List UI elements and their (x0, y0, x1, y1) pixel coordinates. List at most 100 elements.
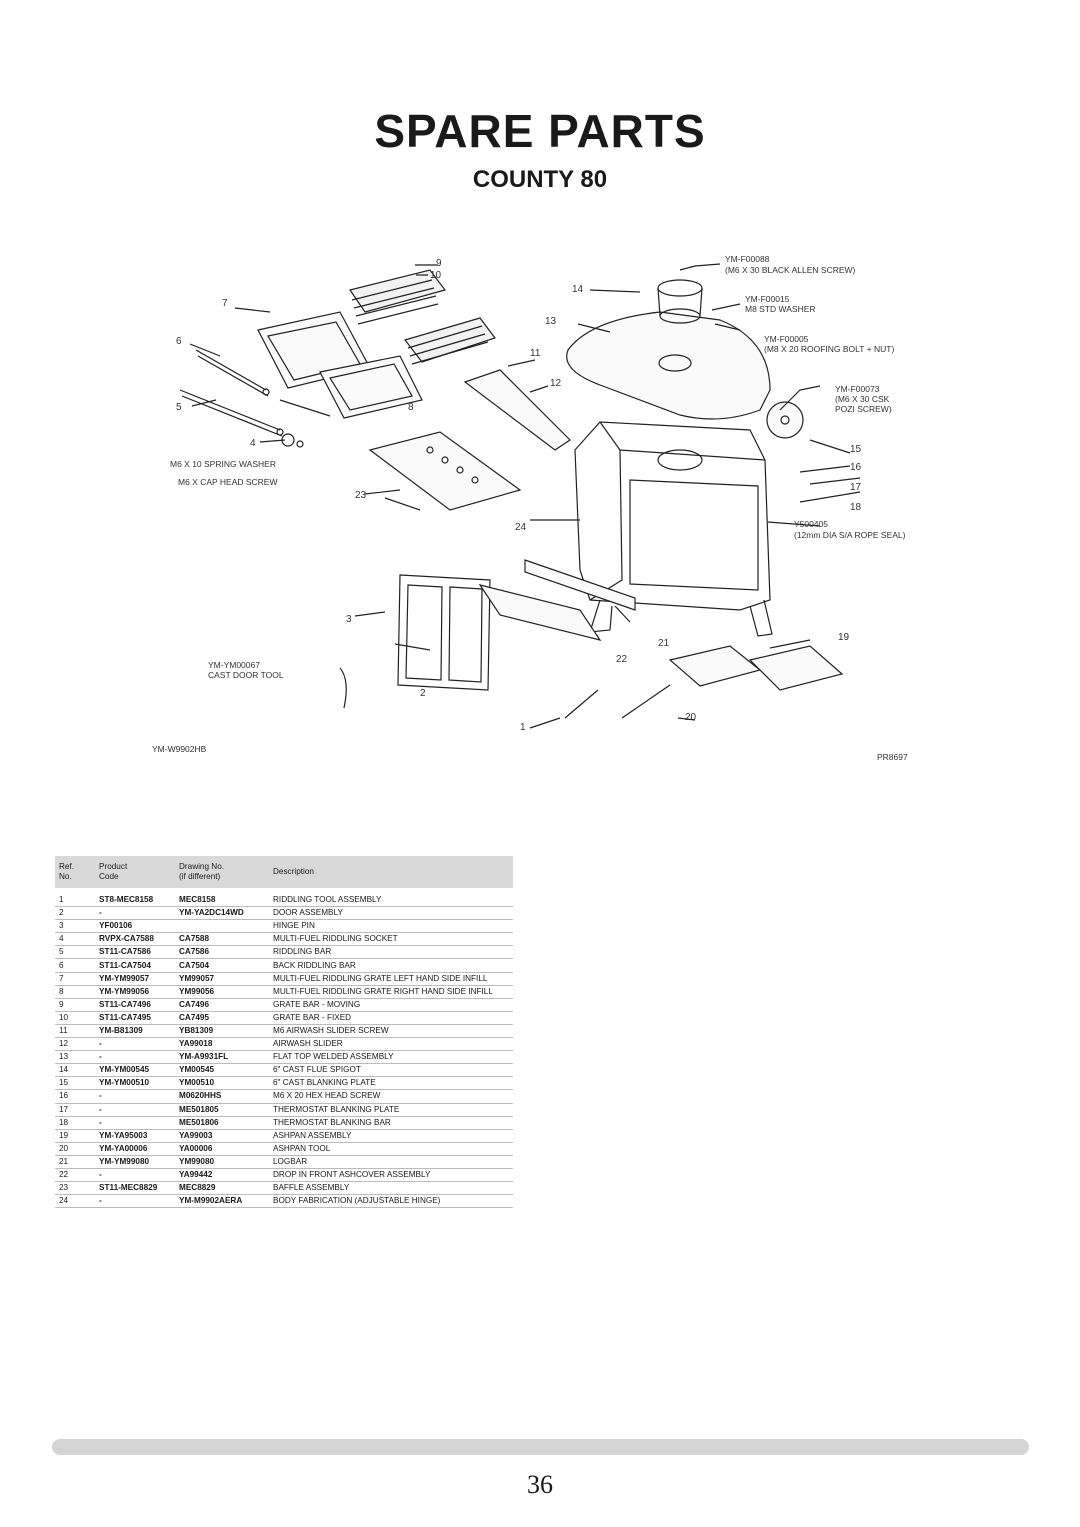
callout-desc: (M6 X 30 CSK (835, 394, 890, 404)
logbar-drawing (524, 559, 636, 611)
ref-label: 22 (616, 654, 628, 665)
cell-product-code: YM-YA95003 (95, 1129, 175, 1143)
ref-label: 12 (550, 378, 562, 389)
cell-product-code: YM-YM99080 (95, 1155, 175, 1169)
cell-description: AIRWASH SLIDER (269, 1037, 513, 1052)
cell-description: MULTI-FUEL RIDDLING SOCKET (269, 932, 513, 947)
stove-body-drawing (574, 421, 773, 637)
ref-label: 11 (530, 348, 541, 359)
door-assembly-drawing (397, 574, 491, 691)
ref-label: 3 (346, 614, 352, 625)
cell-drawing-no: YM99057 (175, 972, 269, 986)
cell-ref: 2 (55, 906, 95, 921)
ref-label: 15 (850, 444, 862, 455)
ref-label: 9 (436, 258, 442, 269)
callout-code: Y500405 (794, 519, 828, 529)
cell-ref: 13 (55, 1050, 95, 1065)
ashpan-drawing (668, 645, 844, 691)
cell-drawing-no: YA99442 (175, 1168, 269, 1183)
grate-bar-fixed-drawing (403, 317, 496, 365)
callout-desc: CAST DOOR TOOL (208, 670, 284, 680)
ref-label: 16 (850, 462, 862, 473)
cell-description: THERMOSTAT BLANKING PLATE (269, 1103, 513, 1117)
cell-ref: 20 (55, 1142, 95, 1156)
ref-label: 4 (250, 438, 256, 449)
cell-ref: 24 (55, 1194, 95, 1209)
cast-door-tool-drawing (339, 667, 347, 709)
cell-product-code: YM-YM99056 (95, 985, 175, 999)
riddling-socket-drawing (281, 433, 304, 448)
cell-description: M6 AIRWASH SLIDER SCREW (269, 1024, 513, 1039)
header-description: Description (269, 856, 513, 892)
cell-drawing-no: MEC8829 (175, 1181, 269, 1196)
cell-drawing-no: YM-A9931FL (175, 1050, 269, 1065)
cell-drawing-no: YB81309 (175, 1024, 269, 1039)
cell-product-code: ST11-CA7504 (95, 958, 175, 973)
cell-drawing-no: YA99018 (175, 1037, 269, 1052)
cell-ref: 1 (55, 888, 95, 908)
cell-description: M6 X 20 HEX HEAD SCREW (269, 1089, 513, 1104)
cell-description: LOGBAR (269, 1155, 513, 1169)
cell-product-code: - (95, 1089, 175, 1104)
flue-spigot-drawing (657, 279, 703, 324)
cell-ref: 3 (55, 919, 95, 934)
cell-product-code: YM-YM00545 (95, 1063, 175, 1078)
cell-ref: 7 (55, 972, 95, 986)
ref-label: 24 (515, 522, 527, 533)
cell-product-code: - (95, 1194, 175, 1209)
cell-drawing-no: ME501806 (175, 1116, 269, 1130)
cell-description: 6" CAST BLANKING PLATE (269, 1076, 513, 1091)
cell-drawing-no: MEC8158 (175, 888, 269, 908)
airwash-slider-drawing (463, 369, 571, 451)
cell-product-code: - (95, 1103, 175, 1117)
callout-desc: (M8 X 20 ROOFING BOLT + NUT) (764, 344, 894, 354)
cell-product-code: ST11-CA7496 (95, 998, 175, 1012)
header-ref: Ref.No. (55, 856, 95, 892)
ashcover-drawing (478, 584, 602, 641)
callout-desc: M6 X CAP HEAD SCREW (178, 477, 278, 487)
cell-product-code: YM-YA00006 (95, 1142, 175, 1156)
cell-product-code: YM-YM00510 (95, 1076, 175, 1091)
callout-desc: (12mm DIA S/A ROPE SEAL) (794, 530, 906, 540)
cell-product-code: - (95, 1168, 175, 1183)
drawing-code: YM-W9902HB (152, 744, 207, 754)
cell-description: ASHPAN TOOL (269, 1142, 513, 1156)
cell-description: MULTI-FUEL RIDDLING GRATE RIGHT HAND SID… (269, 985, 513, 999)
cell-drawing-no: ME501805 (175, 1103, 269, 1117)
cell-drawing-no: YM-YA2DC14WD (175, 906, 269, 921)
grate-bar-moving-drawing (349, 269, 447, 325)
cell-description: 6" CAST FLUE SPIGOT (269, 1063, 513, 1078)
cell-drawing-no: YM99080 (175, 1155, 269, 1169)
cell-ref: 11 (55, 1024, 95, 1039)
cell-description: MULTI-FUEL RIDDLING GRATE LEFT HAND SIDE… (269, 972, 513, 986)
cell-product-code: RVPX-CA7588 (95, 932, 175, 947)
cell-drawing-no: CA7495 (175, 1011, 269, 1025)
cell-product-code: - (95, 1037, 175, 1052)
cell-description: RIDDLING BAR (269, 945, 513, 960)
cell-description: GRATE BAR - MOVING (269, 998, 513, 1012)
cell-drawing-no: YA00006 (175, 1142, 269, 1156)
cell-ref: 17 (55, 1103, 95, 1117)
cell-ref: 5 (55, 945, 95, 960)
ref-label: 13 (545, 316, 557, 327)
cell-ref: 15 (55, 1076, 95, 1091)
callout-desc: M8 STD WASHER (745, 304, 816, 314)
ref-label: 20 (685, 712, 697, 723)
cell-drawing-no: CA7588 (175, 932, 269, 947)
cell-drawing-no: M0620HHS (175, 1089, 269, 1104)
